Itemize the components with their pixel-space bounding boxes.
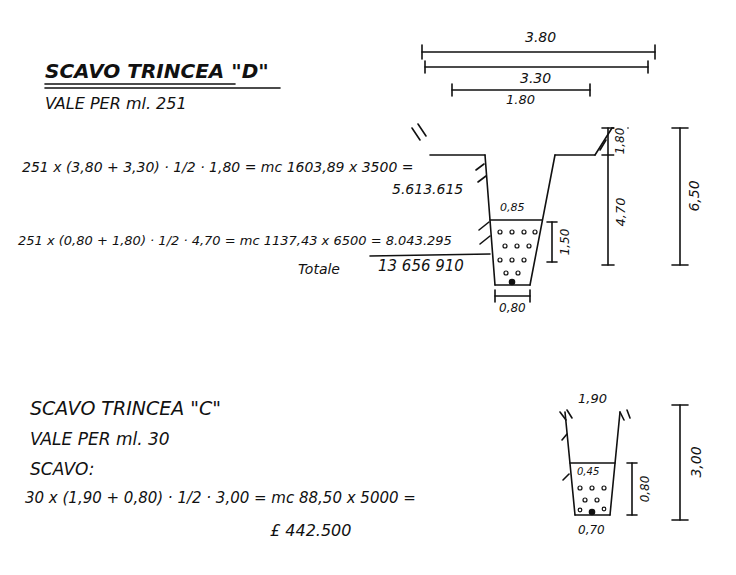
calc-result: 5.613.615 (392, 182, 463, 197)
calc-line: 30 x (1,90 + 0,80) · 1/2 · 3,00 = mc 88,… (25, 490, 416, 507)
calc-line: 251 x (3,80 + 3,30) · 1/2 · 1,80 = mc 16… (22, 160, 414, 175)
dimension: 0,70 (578, 524, 605, 537)
length-note: VALE PER ml. 251 (45, 95, 187, 113)
calc-result: £ 442.500 (270, 522, 351, 540)
dimension: 1,90 (578, 392, 607, 406)
calc-line: 251 x (0,80 + 1,80) · 1/2 · 4,70 = mc 11… (18, 234, 452, 248)
dimension: 3,00 (689, 444, 704, 479)
total-label: Totale (298, 262, 340, 277)
dimension: 0,45 (577, 466, 599, 477)
length-note: VALE PER ml. 30 (30, 430, 170, 449)
dimension: 1,80 (614, 126, 627, 157)
dimension: 4,70 (614, 196, 628, 229)
section-heading: SCAVO: (30, 460, 95, 479)
section-heading: SCAVO TRINCEA "C" (30, 398, 221, 419)
dimension: 6,50 (687, 178, 702, 213)
dimension: 0,80 (499, 302, 526, 315)
total-value: 13 656 910 (378, 258, 464, 275)
dimension: 0,80 (639, 474, 652, 505)
dimension: 3.80 (525, 30, 556, 45)
dimension: 1.80 (506, 93, 535, 107)
sheet-title: SCAVO TRINCEA "D" (45, 60, 269, 82)
dimension: 3.30 (520, 71, 551, 86)
dimension: 0,85 (500, 202, 525, 214)
dimension: 1,50 (559, 227, 572, 258)
